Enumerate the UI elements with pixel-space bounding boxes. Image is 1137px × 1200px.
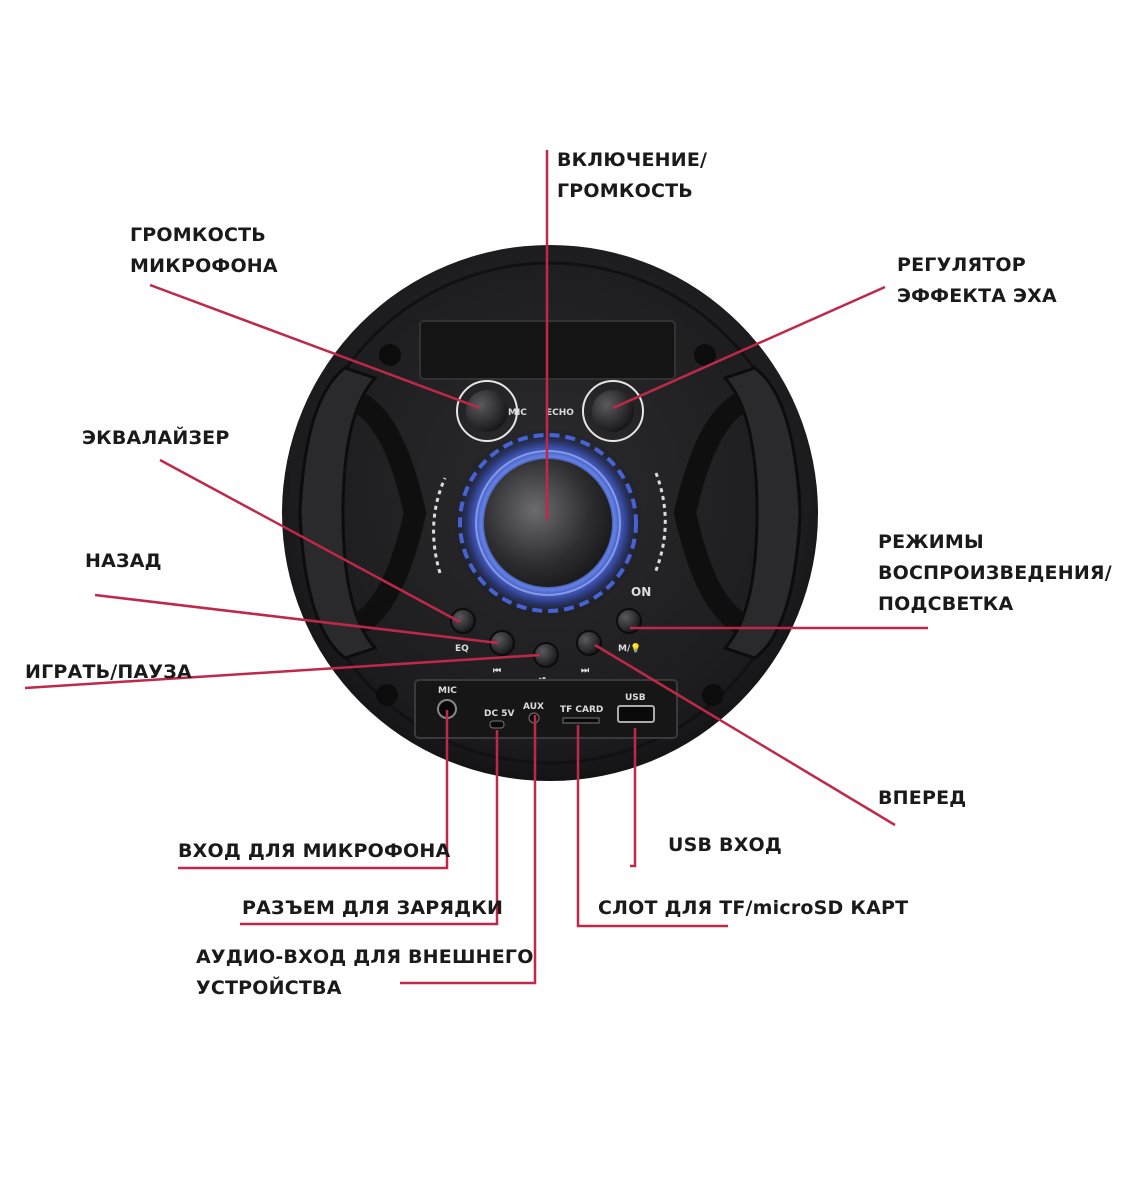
label-forward: ВПЕРЕД xyxy=(878,787,967,809)
next-button xyxy=(576,630,602,656)
port-panel xyxy=(414,679,678,739)
echo-knob-label: ECHO xyxy=(546,408,574,418)
left-handle xyxy=(298,366,378,660)
mic-knob xyxy=(466,390,508,432)
label-power-volume: ВКЛЮЧЕНИЕ/ГРОМКОСТЬ xyxy=(557,149,708,202)
line-echo xyxy=(612,285,886,410)
label-equalizer: ЭКВАЛАЙЗЕР xyxy=(82,427,230,449)
port-dc-label: DC 5V xyxy=(484,709,514,719)
label-charging: РАЗЪЕМ ДЛЯ ЗАРЯДКИ xyxy=(242,897,504,919)
line-eq xyxy=(159,458,461,624)
line-play xyxy=(24,653,541,690)
label-tf-slot: СЛОТ ДЛЯ TF/microSD КАРТ xyxy=(598,897,909,919)
port-mic-label: MIC xyxy=(438,686,457,696)
label-back: НАЗАД xyxy=(85,550,162,572)
right-handle xyxy=(722,366,802,660)
line-tf xyxy=(576,725,728,928)
eq-label: EQ xyxy=(455,644,469,654)
eq-button xyxy=(450,608,476,634)
line-usb xyxy=(630,728,637,868)
port-tf-label: TF CARD xyxy=(560,705,603,715)
line-forward xyxy=(594,643,896,827)
line-mic-input xyxy=(178,710,449,870)
line-back xyxy=(94,593,499,645)
port-aux-label: AUX xyxy=(523,702,544,712)
on-label: ON xyxy=(631,585,651,599)
prev-icon: ⏮ xyxy=(493,666,501,676)
mic-knob-label: MIC xyxy=(508,408,527,418)
speaker-illustration: MIC ECHO ON EQ ⏮ ⏯ ⏭ M/💡 MIC DC 5V AUX T… xyxy=(282,245,818,781)
volume-knob xyxy=(484,459,612,587)
usb-port xyxy=(617,705,655,723)
line-aux xyxy=(400,715,537,985)
port-usb-label: USB xyxy=(625,693,646,703)
label-play-pause: ИГРАТЬ/ПАУЗА xyxy=(25,661,192,683)
label-usb: USB ВХОД xyxy=(668,834,783,856)
echo-knob xyxy=(592,390,634,432)
next-icon: ⏭ xyxy=(581,666,590,676)
line-charging xyxy=(240,730,499,926)
label-mic-input: ВХОД ДЛЯ МИКРОФОНА xyxy=(178,840,451,862)
mode-label: M/💡 xyxy=(618,642,641,654)
line-mic-volume xyxy=(149,283,481,410)
